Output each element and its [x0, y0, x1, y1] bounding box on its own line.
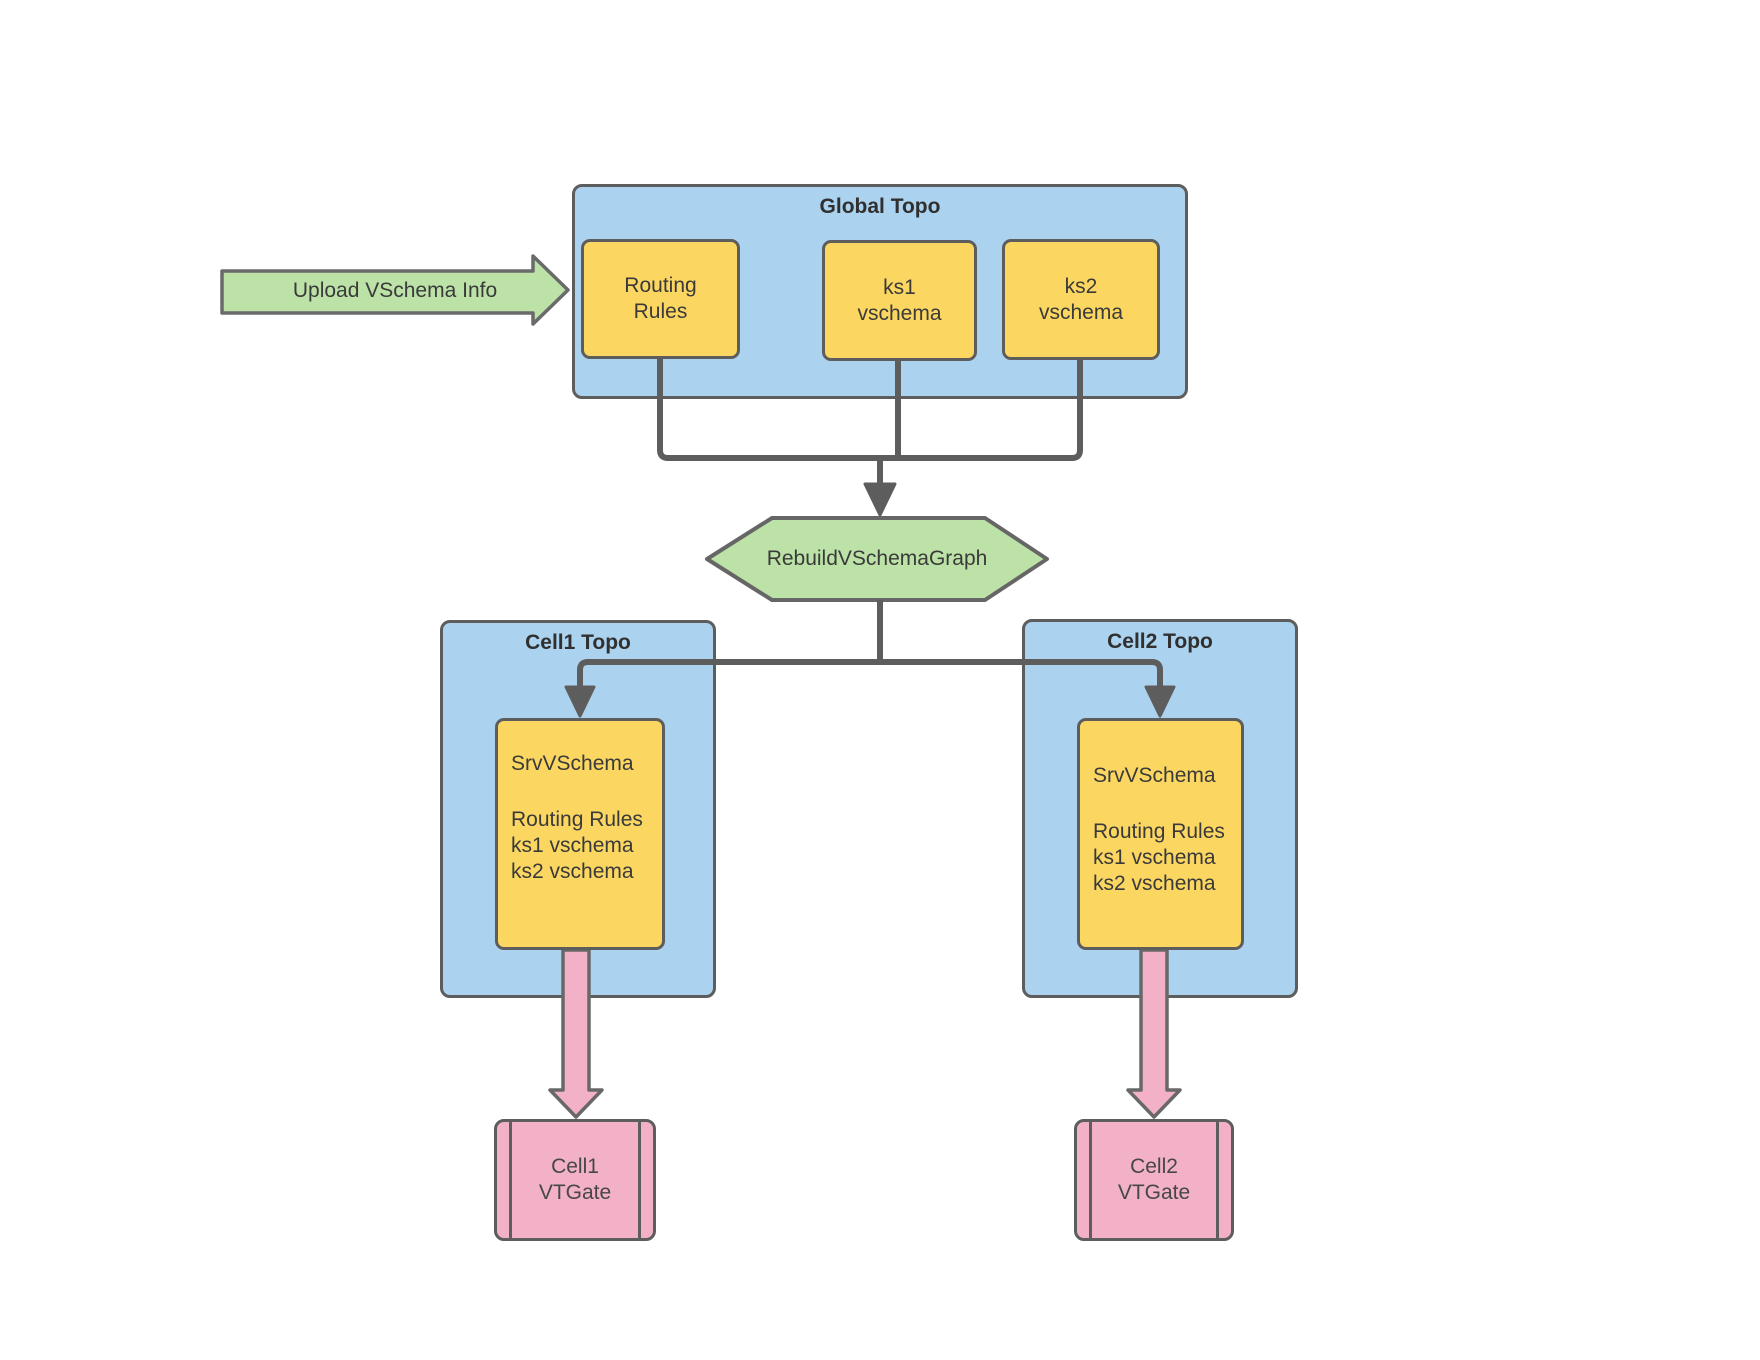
cell2-vtgate-label: Cell2 VTGate	[1117, 1155, 1191, 1204]
cell1-srvvschema-node: SrvVSchema Routing Rules ks1 vschema ks2…	[495, 718, 665, 950]
cell2-vtgate-box: Cell2 VTGate	[1074, 1119, 1234, 1241]
cell1-srvvschema-heading: SrvVSchema	[511, 752, 634, 775]
upload-arrow-label: Upload VSchema Info	[292, 279, 498, 302]
cell2-arrowhead	[1144, 685, 1176, 718]
cell2-srvvschema-heading: SrvVSchema	[1093, 764, 1216, 787]
cell1-topo-title: Cell1 Topo	[525, 631, 631, 654]
global-merge-connector	[657, 356, 1083, 461]
upload-arrow-shape	[220, 254, 570, 326]
cell1-arrowhead	[564, 685, 596, 718]
rebuild-arrowhead	[863, 482, 897, 517]
routing-rules-node: Routing Rules	[581, 239, 740, 359]
rebuild-hexagon-label: RebuildVSchemaGraph	[766, 547, 988, 570]
cell2-topo-title: Cell2 Topo	[1107, 630, 1213, 653]
cell2-srvvschema-node: SrvVSchema Routing Rules ks1 vschema ks2…	[1077, 718, 1244, 950]
cell1-vtgate-box: Cell1 VTGate	[494, 1119, 656, 1241]
rebuild-hexagon-shape	[705, 516, 1049, 602]
vtgate-right-rail	[638, 1122, 641, 1238]
cell-split-bar	[577, 659, 1163, 690]
cell1-srvvschema-contents: Routing Rules ks1 vschema ks2 vschema	[511, 808, 643, 883]
vtgate-left-rail	[1089, 1122, 1092, 1238]
vtgate-right-rail	[1216, 1122, 1219, 1238]
ks1-vschema-node: ks1 vschema	[822, 240, 977, 361]
cell2-vtgate-arrow	[1126, 948, 1182, 1119]
cell1-vtgate-arrow	[548, 948, 604, 1119]
cell1-vtgate-label: Cell1 VTGate	[538, 1155, 612, 1204]
cell2-srvvschema-contents: Routing Rules ks1 vschema ks2 vschema	[1093, 820, 1225, 895]
ks2-vschema-node: ks2 vschema	[1002, 239, 1160, 360]
global-topo-title: Global Topo	[819, 195, 941, 218]
vtgate-left-rail	[509, 1122, 512, 1238]
